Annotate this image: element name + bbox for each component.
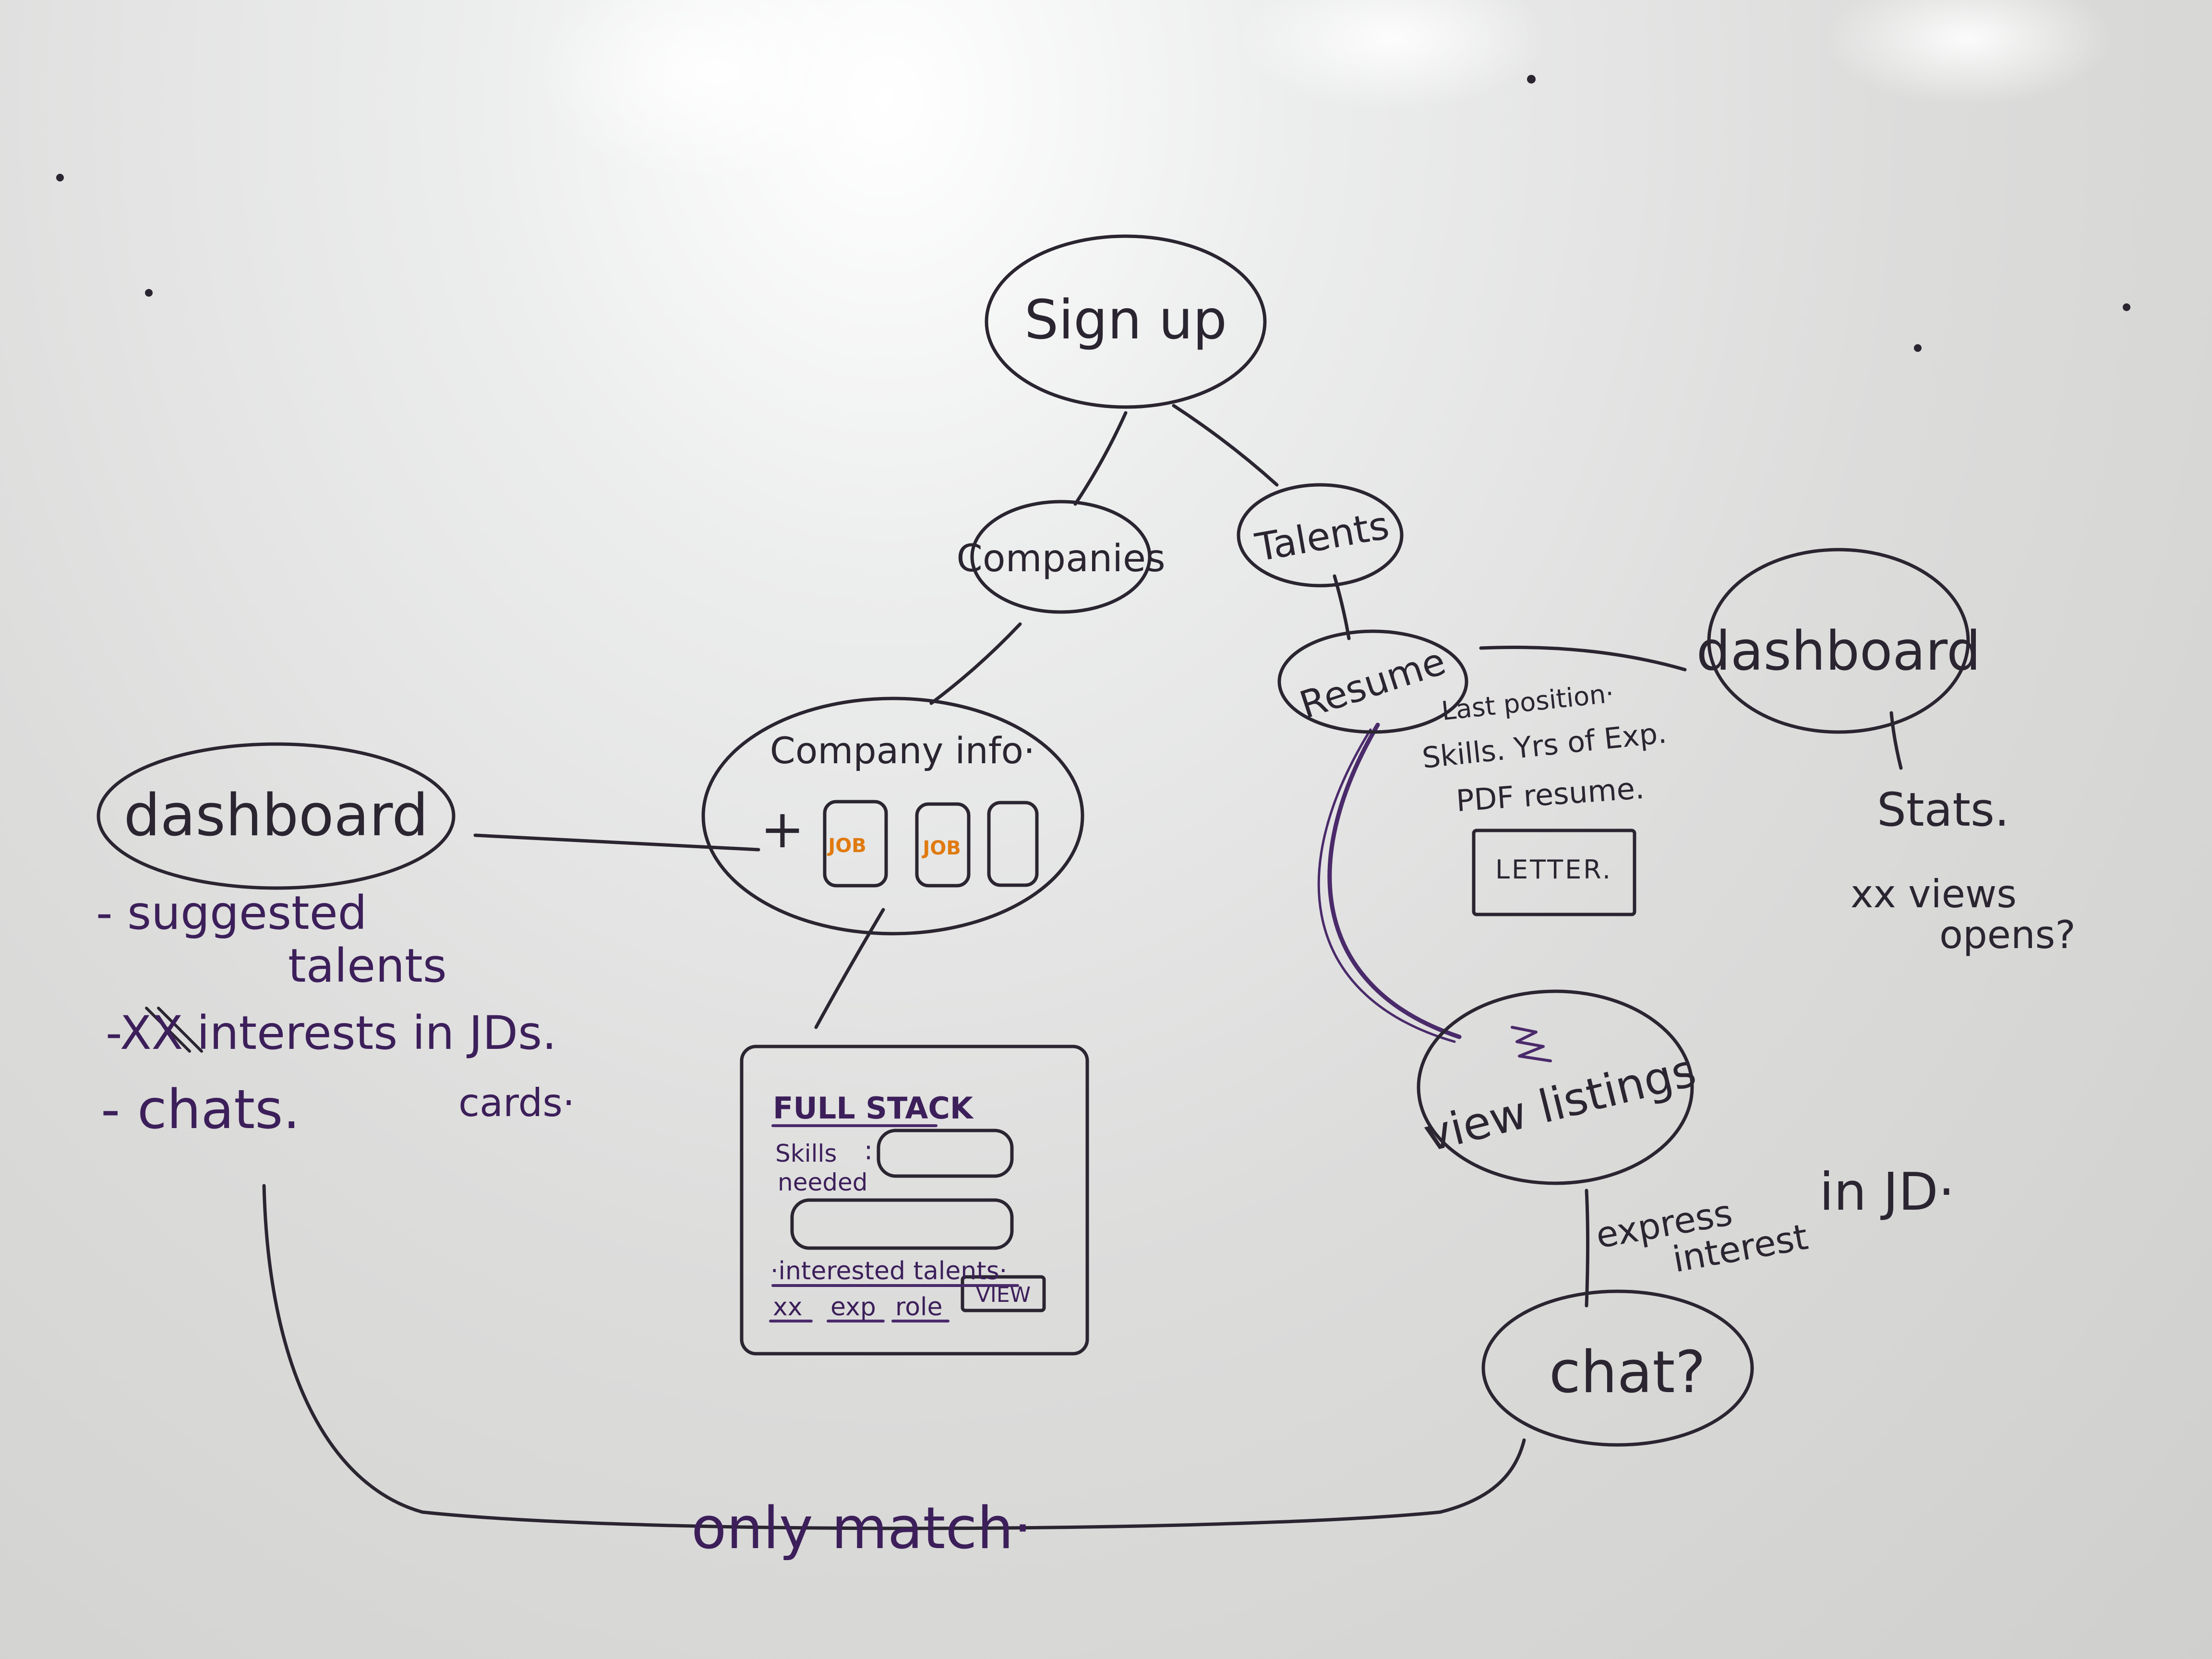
opens-label: opens? xyxy=(1939,913,2076,957)
edge-signup-talents xyxy=(1172,404,1279,487)
ink-dot xyxy=(56,174,64,181)
node-dashboard-company-outline xyxy=(96,742,456,890)
node-companies-outline xyxy=(970,500,1152,614)
skills-colon: : xyxy=(864,1135,873,1166)
stats-label: Stats. xyxy=(1877,783,2009,837)
in-jd-label: in JD· xyxy=(1819,1162,1955,1222)
list-item-interests: interests in JDs. xyxy=(197,1006,557,1060)
list-item-suggested: - suggested xyxy=(96,886,367,940)
job-card-1 xyxy=(823,800,888,888)
list-item-suggested-cont: talents xyxy=(288,939,447,993)
companies-label: Companies xyxy=(956,537,1165,580)
chat-label: chat? xyxy=(1549,1339,1706,1406)
job-title: FULL STACK xyxy=(773,1091,974,1126)
view-button-box xyxy=(961,1275,1046,1312)
companyinfo-label: Company info· xyxy=(770,729,1035,772)
job-label-1: JOB xyxy=(827,835,866,857)
edge-only-match xyxy=(262,1184,1526,1530)
glare-spot xyxy=(1824,0,2112,106)
node-companyinfo-outline xyxy=(701,697,1084,936)
node-dashboard-talent-outline xyxy=(1707,548,1970,734)
node-chat-outline xyxy=(1481,1289,1754,1447)
job-label-2: JOB xyxy=(921,837,961,859)
ink-dot xyxy=(145,289,153,297)
ink-dot xyxy=(2123,303,2130,311)
edge-companyinfo-jobcard xyxy=(814,908,885,1029)
letter-box xyxy=(1472,829,1636,916)
signup-label: Sign up xyxy=(1024,289,1227,351)
glare-spot xyxy=(1238,0,1546,110)
only-match-label: only match· xyxy=(691,1495,1032,1562)
viewlistings-label: view listings xyxy=(1419,1045,1701,1163)
glare-spot xyxy=(538,0,883,182)
companyinfo-plus: + xyxy=(760,798,805,860)
edge-resume-viewlistings-2 xyxy=(1317,728,1456,1043)
view-button-label: VIEW xyxy=(976,1283,1031,1307)
cards-note: cards· xyxy=(458,1081,575,1125)
views-label: xx views xyxy=(1851,872,2017,916)
list-item-interests-marker: -XX xyxy=(106,1006,183,1060)
col-xx: xx xyxy=(773,1293,803,1322)
col-exp: exp xyxy=(830,1293,876,1322)
col-role: role xyxy=(895,1293,943,1322)
dashboard-company-label: dashboard xyxy=(124,782,429,849)
resume-pdf: PDF resume. xyxy=(1455,770,1646,818)
node-talents-outline xyxy=(1237,483,1404,588)
ink-dot xyxy=(1527,75,1536,84)
resume-skills: Skills. Yrs of Exp. xyxy=(1420,716,1668,775)
node-viewlistings-outline xyxy=(1417,989,1694,1185)
edge-companies-companyinfo xyxy=(929,622,1022,705)
node-resume-outline xyxy=(1277,629,1468,734)
job-card-2 xyxy=(915,802,971,888)
letter-label: LETTER. xyxy=(1495,854,1612,885)
interested-talents-heading: ·interested talents· xyxy=(770,1257,1007,1286)
job-detail-card xyxy=(740,1045,1089,1356)
skills-input-1 xyxy=(877,1129,1014,1178)
dashboard-talent-label: dashboard xyxy=(1696,620,1981,683)
cursor-scribble xyxy=(1511,1026,1552,1062)
edge-dashboard-stats xyxy=(1889,711,1903,770)
skills-label-cont: needed xyxy=(778,1168,867,1196)
skills-label: Skills xyxy=(775,1140,837,1167)
skills-input-2 xyxy=(790,1198,1014,1250)
node-signup-outline xyxy=(985,234,1267,409)
ink-dot xyxy=(1914,344,1922,352)
edge-listings-chat xyxy=(1585,1189,1589,1308)
job-card-3 xyxy=(987,801,1039,887)
edge-resume-viewlistings xyxy=(1327,722,1462,1039)
edge-companyinfo-dashboard xyxy=(473,833,760,852)
list-item-chats: - chats. xyxy=(101,1079,300,1141)
edge-resume-dashboard xyxy=(1479,645,1687,672)
xx-crossout xyxy=(145,1007,203,1053)
resume-label: Resume xyxy=(1295,640,1451,727)
edge-signup-companies xyxy=(1073,411,1128,506)
talents-label: Talents xyxy=(1252,503,1393,570)
